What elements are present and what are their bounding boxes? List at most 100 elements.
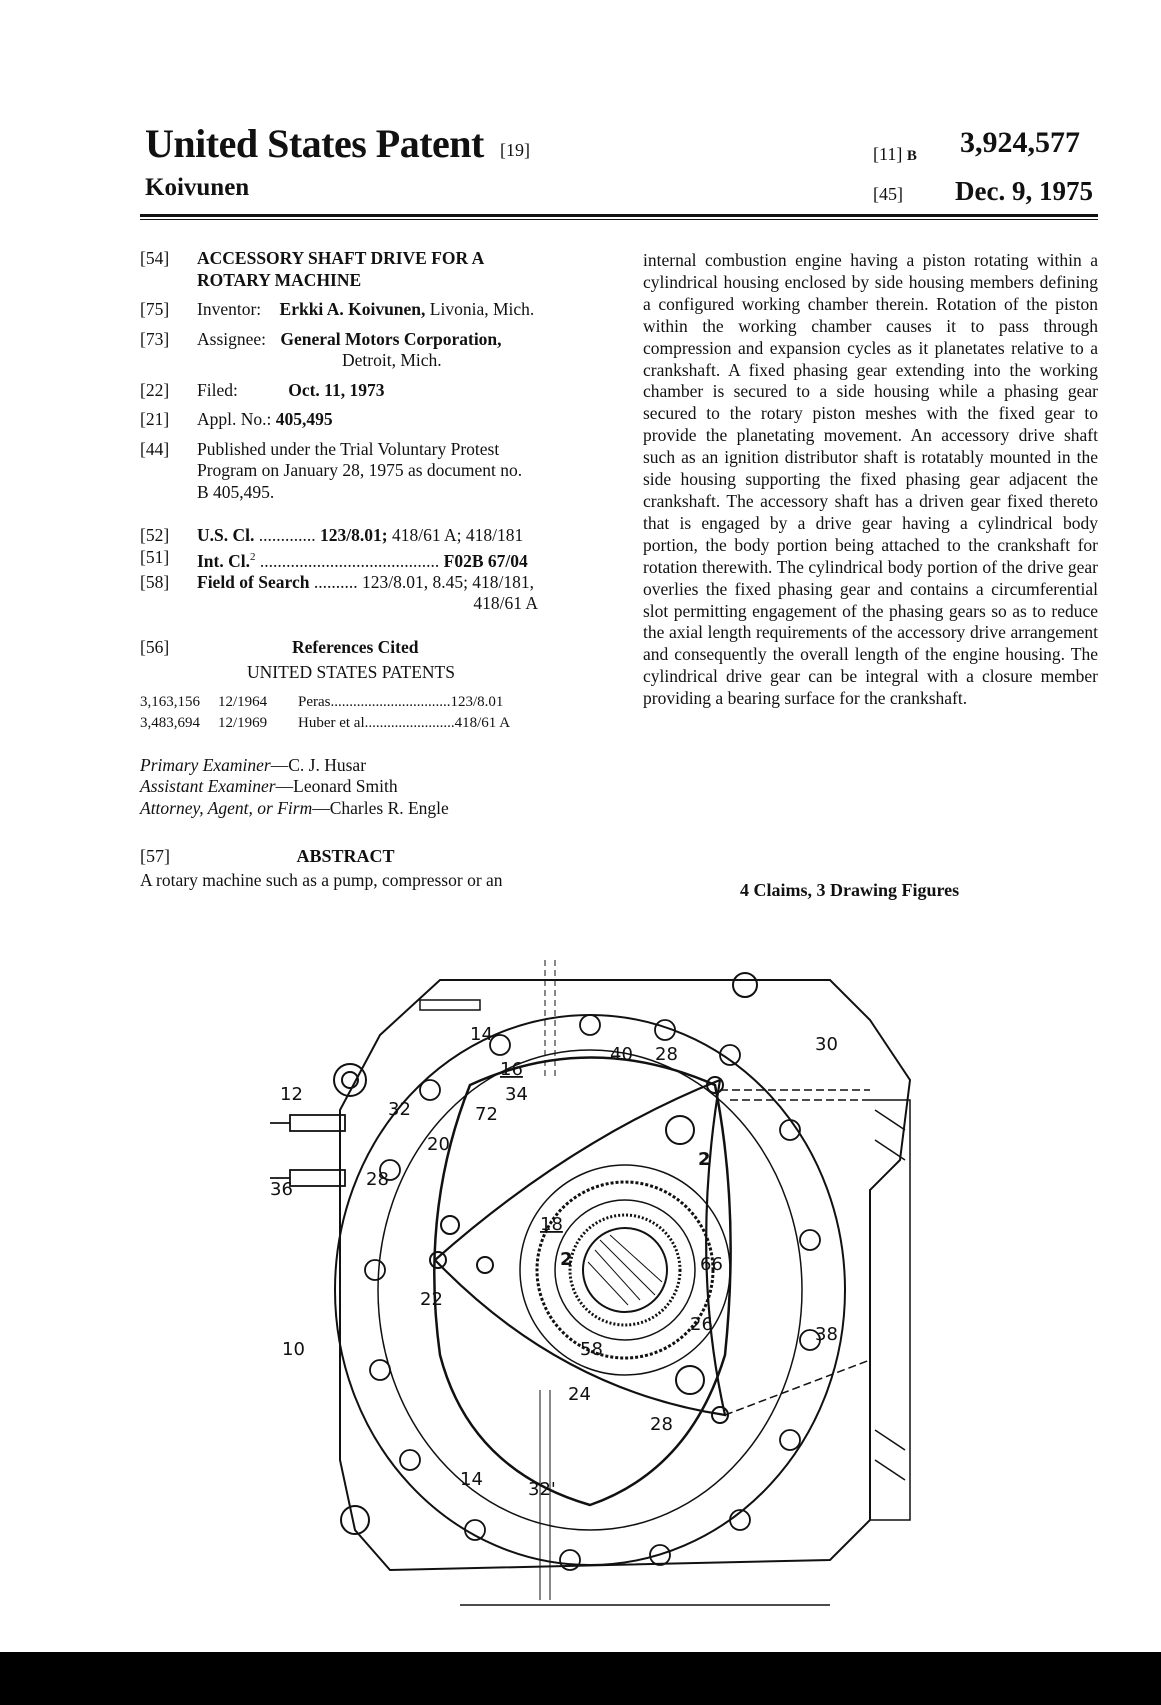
assignee-name: General Motors Corporation, (280, 329, 501, 349)
bolt-ring (335, 1015, 845, 1565)
ref-class: 418/61 A (455, 713, 510, 735)
side-section (720, 1090, 910, 1520)
phasing-gear-teeth (570, 1215, 680, 1325)
top-nut (733, 973, 757, 997)
us-cl-other: 418/61 A; 418/181 (388, 525, 524, 545)
references-subheading: UNITED STATES PATENTS (247, 662, 610, 684)
ref-66: 66 (700, 1254, 723, 1275)
ref-name: Huber et al. (298, 713, 368, 735)
examiner-role: Attorney, Agent, or Firm (140, 798, 312, 818)
field-code: [56] (140, 637, 169, 659)
abstract-heading: ABSTRACT (297, 846, 395, 866)
patent-number: 3,924,577 (960, 126, 1080, 160)
ref-number: 3,163,156 (140, 692, 218, 714)
date-code: [45] (873, 184, 903, 205)
ref-16: 16 (500, 1059, 523, 1080)
crankshaft-hatch (588, 1235, 662, 1305)
ref-class: 123/8.01 (451, 692, 504, 714)
assignee-place: Detroit, Mich. (342, 350, 610, 372)
publication-line3: B 405,495. (197, 482, 610, 504)
rotor-hole (441, 1216, 459, 1234)
field-52: [52] U.S. Cl. ............. 123/8.01; 41… (140, 525, 610, 547)
field-code: [52] (140, 525, 169, 547)
field-code: [44] (140, 439, 169, 461)
ref-10: 10 (282, 1339, 305, 1360)
field-58: [58] Field of Search .......... 123/8.01… (140, 572, 610, 615)
field-22: [22] Filed: Oct. 11, 1973 (140, 380, 610, 402)
appl-label: Appl. No.: (197, 409, 271, 429)
field-of-search-values-2: 418/61 A (197, 593, 610, 615)
examiner-list: Primary Examiner—C. J. HusarAssistant Ex… (140, 755, 610, 820)
patent-date: Dec. 9, 1975 (955, 176, 1093, 207)
rotor-gear-teeth (537, 1182, 713, 1358)
reference-row: 3,163,15612/1964Peras...................… (140, 692, 610, 714)
bibliographic-column: [54] ACCESSORY SHAFT DRIVE FOR A ROTARY … (140, 248, 610, 819)
ref-name: Peras (298, 692, 331, 714)
inventor-surname: Koivunen (145, 174, 249, 202)
field-code: [57] (140, 846, 170, 866)
ref-38: 38 (815, 1324, 838, 1345)
ref-32: 32 (388, 1099, 411, 1120)
scan-bottom-border (0, 1652, 1161, 1705)
leader-dots: .......... (309, 572, 357, 592)
outer-housing (340, 980, 910, 1570)
phasing-gear (555, 1200, 695, 1340)
filed-date: Oct. 11, 1973 (288, 380, 384, 400)
ref-40: 40 (610, 1044, 633, 1065)
field-54: [54] ACCESSORY SHAFT DRIVE FOR A ROTARY … (140, 248, 610, 291)
assignee-label: Assignee: (197, 329, 266, 349)
invention-title-line2: ROTARY MACHINE (197, 270, 610, 292)
patent-kind: B (907, 148, 917, 164)
patent-title: United States Patent (145, 120, 484, 167)
field-75: [75] Inventor: Erkki A. Koivunen, Livoni… (140, 299, 610, 321)
field-of-search-label: Field of Search (197, 572, 309, 592)
appl-number: 405,495 (276, 409, 333, 429)
ref-28-left: 28 (366, 1169, 389, 1190)
fig-1-drawing: 14 16 40 28 30 34 32 72 12 20 2 28 18 2 … (270, 960, 930, 1610)
header-rule (140, 214, 1098, 217)
abstract-heading-row: [57] ABSTRACT (140, 846, 395, 868)
field-code: [22] (140, 380, 169, 402)
field-73: [73] Assignee: General Motors Corporatio… (140, 329, 610, 372)
field-44: [44] Published under the Trial Voluntary… (140, 439, 610, 504)
ref-2-center: 2 (560, 1249, 573, 1270)
examiner-name: —Leonard Smith (276, 776, 398, 796)
ref-date: 12/1969 (218, 713, 298, 735)
header-rule-thin (140, 219, 1098, 220)
inventor-label: Inventor: (197, 299, 261, 319)
field-code: [58] (140, 572, 169, 594)
ref-2-top: 2 (698, 1149, 711, 1170)
claims-line: 4 Claims, 3 Drawing Figures (740, 880, 959, 901)
ref-32-prime: 32' (528, 1479, 556, 1500)
examiner-name: —Charles R. Engle (312, 798, 449, 818)
rotor-hole (676, 1366, 704, 1394)
ref-28-bottom: 28 (650, 1414, 673, 1435)
ref-28: 28 (655, 1044, 678, 1065)
references-heading: References Cited (292, 637, 610, 659)
field-21: [21] Appl. No.: 405,495 (140, 409, 610, 431)
ref-12: 12 (280, 1084, 303, 1105)
ref-14: 14 (470, 1024, 493, 1045)
patent-number-code-text: [11] (873, 144, 902, 164)
ref-dots: ................................ (331, 692, 451, 714)
field-code: [54] (140, 248, 169, 270)
field-code: [73] (140, 329, 169, 351)
examiner-name: —C. J. Husar (271, 755, 366, 775)
us-cl-main: 123/8.01; (320, 525, 388, 545)
examiner-role: Primary Examiner (140, 755, 271, 775)
int-cl-label: Int. Cl. (197, 550, 250, 570)
abstract-start: A rotary machine such as a pump, compres… (140, 870, 610, 892)
reference-row: 3,483,69412/1969Huber et al.............… (140, 713, 610, 735)
leader-dots: ........................................… (256, 550, 440, 570)
ref-34: 34 (505, 1084, 528, 1105)
examiner-row: Attorney, Agent, or Firm—Charles R. Engl… (140, 798, 610, 820)
ref-26: 26 (690, 1314, 713, 1335)
housing-bracket (420, 1000, 480, 1010)
invention-title-line1: ACCESSORY SHAFT DRIVE FOR A (197, 248, 610, 270)
examiner-row: Assistant Examiner—Leonard Smith (140, 776, 610, 798)
title-code: [19] (500, 140, 530, 161)
abstract-continued: internal combustion engine having a pist… (643, 250, 1098, 710)
ref-date: 12/1964 (218, 692, 298, 714)
rotor-hole (477, 1257, 493, 1273)
ref-14-bottom: 14 (460, 1469, 483, 1490)
